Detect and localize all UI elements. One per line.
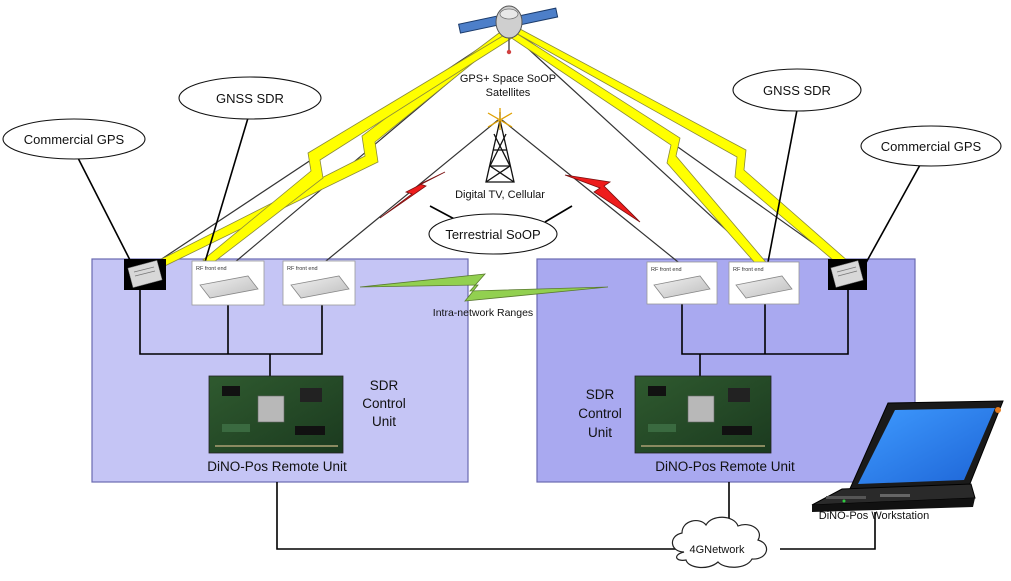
right-gnss-sdr-callout: GNSS SDR [732,68,862,263]
intra-network-label: Intra-network Ranges [433,307,533,319]
network-cloud-icon [671,516,768,569]
right-unit-bus-wiring [681,290,849,376]
right-commercial-gps-callout: Commercial GPS [860,125,1002,271]
right-rf-front-end-card-1: RF front end [646,261,718,305]
left-rf-front-end-card-1: RF front end [191,260,265,306]
right-unit-label: DiNO-Pos Remote Unit [655,459,795,474]
left-gps-module-icon [124,259,166,290]
terrestrial-soop-callout: Terrestrial SoOP [428,205,573,255]
satellites-label-line-1: GPS+ Space SoOP [460,73,556,85]
left-sdr-label-line-3: Unit [372,414,396,429]
left-gnss-sdr-callout: GNSS SDR [178,76,322,263]
tower-label: Digital TV, Cellular [455,189,545,201]
satellites-label-line-2: Satellites [486,87,531,99]
terrestrial-signal-bolt-right [564,174,641,223]
right-rf-front-end-card-2: RF front end [728,261,800,305]
left-sdr-board-image [208,375,344,454]
network-label: 4GNetwork [689,544,745,556]
svg-text:Commercial GPS: Commercial GPS [24,132,125,147]
network-links [276,482,876,550]
left-commercial-gps-callout: Commercial GPS [2,118,146,265]
svg-text:RF front end: RF front end [287,266,318,272]
terrestrial-signal-bolt-left [379,171,446,219]
svg-text:Commercial GPS: Commercial GPS [881,139,982,154]
left-unit-bus-wiring [139,290,323,376]
right-sdr-label-line-1: SDR [586,387,615,402]
workstation-label: DiNO-Pos Workstation [819,510,929,522]
svg-text:GNSS SDR: GNSS SDR [763,83,831,98]
laptop-workstation-icon [811,400,1004,512]
svg-text:Terrestrial SoOP: Terrestrial SoOP [445,227,540,242]
left-sdr-label-line-1: SDR [370,378,399,393]
right-sdr-label-line-2: Control [578,406,622,421]
satellite-icon [458,5,559,55]
terrestrial-signal-lines [314,119,689,271]
right-sdr-label-line-3: Unit [588,425,612,440]
svg-text:RF front end: RF front end [196,266,227,272]
intra-network-bolt [359,273,609,302]
right-gps-module-icon [828,259,867,290]
svg-text:RF front end: RF front end [651,267,682,273]
left-sdr-label-line-2: Control [362,396,406,411]
right-sdr-board-image [634,375,772,454]
left-unit-label: DiNO-Pos Remote Unit [207,459,347,474]
svg-text:GNSS SDR: GNSS SDR [216,91,284,106]
left-rf-front-end-card-2: RF front end [282,260,356,306]
cell-tower-icon [485,108,515,183]
svg-text:RF front end: RF front end [733,267,764,273]
